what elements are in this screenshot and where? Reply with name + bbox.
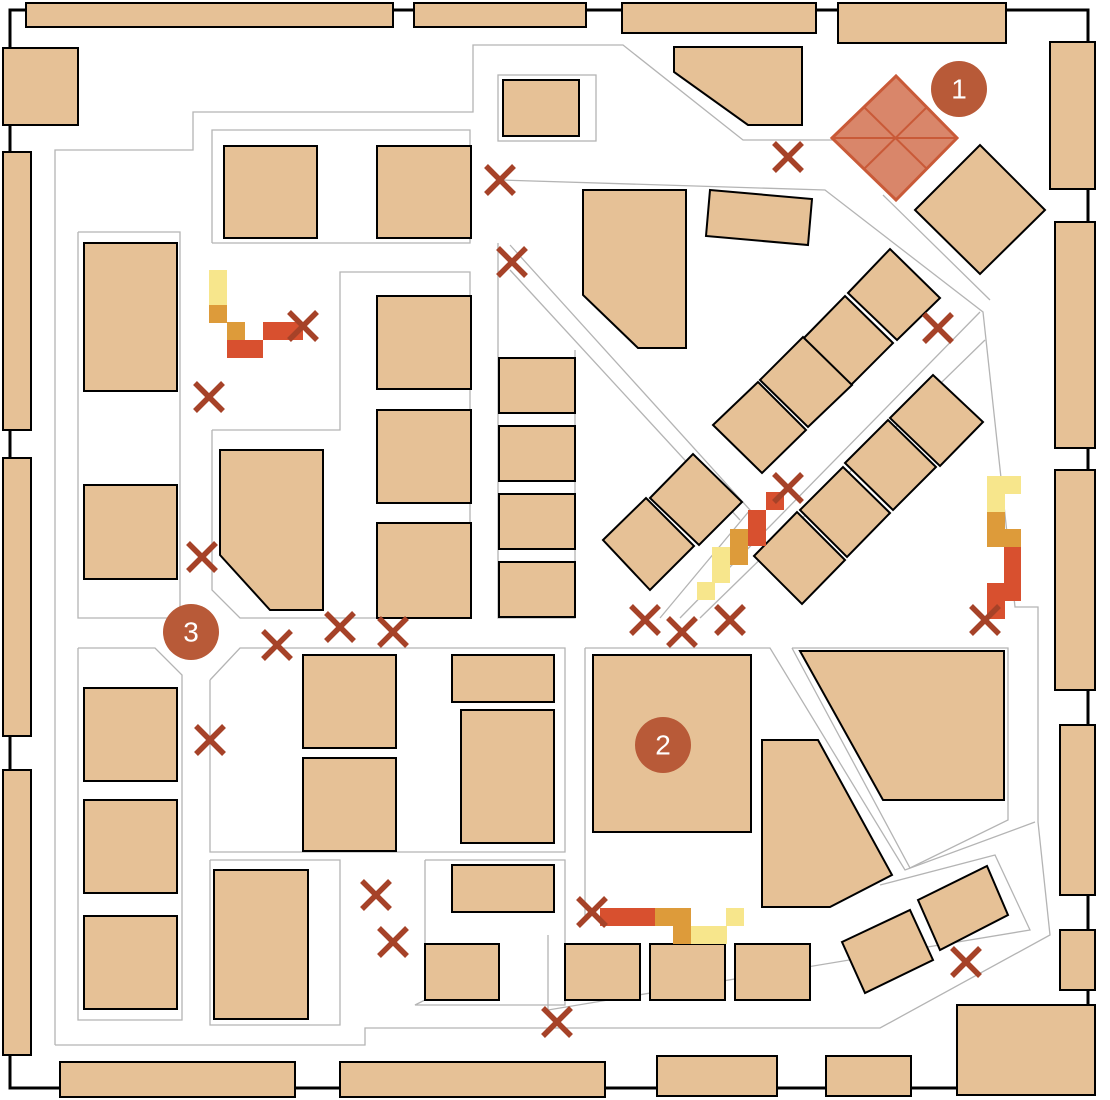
building <box>673 46 803 126</box>
marker-1[interactable]: 1 <box>931 61 987 117</box>
cross-icon[interactable] <box>666 616 698 648</box>
building <box>825 1055 912 1097</box>
building <box>376 295 472 390</box>
marker-3[interactable]: 3 <box>163 604 219 660</box>
cross-icon[interactable] <box>484 164 516 196</box>
building <box>840 908 935 995</box>
cross-icon[interactable] <box>772 472 804 504</box>
x-markers <box>186 141 1001 1038</box>
cross-icon[interactable] <box>193 381 225 413</box>
building <box>621 2 817 34</box>
building <box>1049 41 1096 190</box>
building <box>460 709 555 844</box>
cross-icon[interactable] <box>287 310 319 342</box>
cross-icon[interactable] <box>541 1006 573 1038</box>
building <box>956 1004 1096 1096</box>
cross-icon[interactable] <box>186 541 218 573</box>
building <box>219 449 324 611</box>
marker-3-label: 3 <box>183 617 199 648</box>
building <box>83 484 178 580</box>
cross-icon[interactable] <box>194 724 226 756</box>
building <box>888 373 985 468</box>
cross-icon[interactable] <box>969 604 1001 636</box>
building <box>758 335 854 429</box>
numbered-markers: 1 2 3 <box>163 61 987 773</box>
building <box>913 143 1047 276</box>
building <box>798 465 892 559</box>
cross-icon[interactable] <box>324 611 356 643</box>
building <box>83 687 178 782</box>
building <box>2 47 79 126</box>
cross-icon[interactable] <box>377 616 409 648</box>
building <box>843 418 938 512</box>
building <box>582 189 687 349</box>
building <box>498 561 576 618</box>
building <box>1054 221 1096 449</box>
building <box>302 654 397 749</box>
building <box>498 493 576 550</box>
cross-icon[interactable] <box>360 879 392 911</box>
marker-1-label: 1 <box>951 74 967 105</box>
building <box>846 247 942 342</box>
building <box>656 1055 778 1097</box>
building <box>1059 724 1096 896</box>
cross-icon[interactable] <box>261 629 293 661</box>
building <box>601 496 696 592</box>
building <box>837 2 1007 44</box>
building <box>1054 469 1096 691</box>
building <box>711 380 808 475</box>
highlighted-building <box>829 73 960 203</box>
building <box>649 943 726 1001</box>
building <box>223 145 318 239</box>
building <box>376 145 472 239</box>
building <box>424 943 500 1001</box>
cross-icon[interactable] <box>377 926 409 958</box>
building <box>83 242 178 392</box>
building <box>376 522 472 619</box>
marker-2[interactable]: 2 <box>635 717 691 773</box>
cross-icon[interactable] <box>576 896 608 928</box>
building <box>734 943 811 1001</box>
building <box>83 799 178 894</box>
building <box>59 1061 296 1098</box>
building <box>25 2 394 28</box>
cross-icon[interactable] <box>922 312 954 344</box>
building <box>213 869 309 1020</box>
cross-icon[interactable] <box>950 946 982 978</box>
building <box>648 452 744 547</box>
building <box>761 739 894 908</box>
building <box>1059 929 1096 991</box>
building <box>498 425 576 482</box>
building <box>502 79 580 137</box>
cross-icon[interactable] <box>496 246 528 278</box>
building <box>2 769 32 1056</box>
building <box>376 409 472 504</box>
building <box>339 1061 606 1098</box>
building <box>451 864 555 913</box>
building <box>752 510 847 606</box>
building <box>916 864 1010 952</box>
building <box>564 943 641 1001</box>
building <box>302 757 397 852</box>
cross-icon[interactable] <box>714 604 746 636</box>
building <box>451 654 555 703</box>
building <box>704 188 814 247</box>
cross-icon[interactable] <box>629 604 661 636</box>
building <box>83 915 178 1010</box>
cross-icon[interactable] <box>772 141 804 173</box>
building <box>498 357 576 414</box>
marker-2-label: 2 <box>655 730 671 761</box>
building <box>2 457 32 737</box>
building <box>798 650 1005 801</box>
building <box>413 2 587 28</box>
building <box>2 151 32 431</box>
